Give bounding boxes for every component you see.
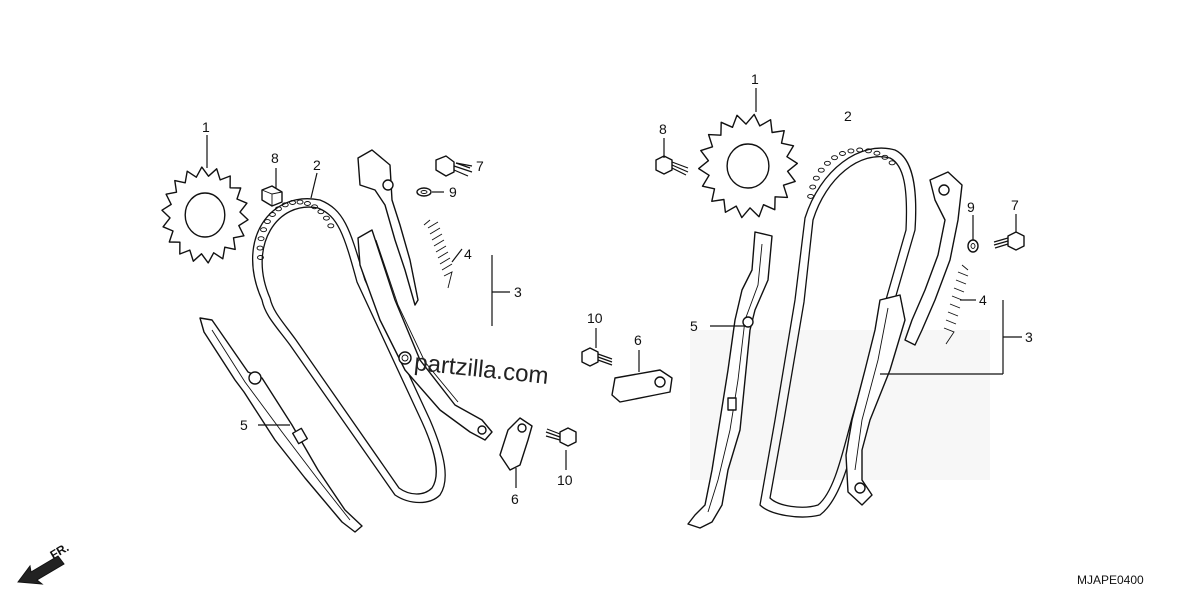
chain-link [856, 147, 864, 153]
callout-left-3: 3 [514, 284, 522, 300]
chain-link [311, 204, 318, 210]
chain-link [831, 155, 838, 161]
chain-link [256, 245, 264, 251]
chain-link [823, 160, 831, 166]
mid-bracket-6a [611, 369, 673, 403]
callout-right-9: 9 [967, 199, 975, 215]
sprocket-hub [726, 143, 770, 189]
chain-link [257, 236, 265, 242]
left-sprocket [161, 166, 249, 264]
right-bolt-8 [655, 155, 689, 176]
diagram-code: MJAPE0400 [1077, 573, 1144, 587]
direction-label: FR. [48, 540, 72, 562]
left-bolt-8 [261, 185, 283, 207]
sprocket-hub [184, 192, 226, 238]
chain-link [260, 227, 268, 233]
callout-labels: 1 8 2 7 9 4 3 5 10 6 6 10 1 2 8 9 7 4 3 … [48, 71, 1144, 587]
chain-link [317, 209, 325, 215]
right-tensioner-arm [845, 171, 963, 506]
callout-right-8: 8 [659, 121, 667, 137]
chain-link [296, 199, 304, 205]
right-chain-guide [687, 231, 773, 529]
callout-right-4: 4 [979, 292, 987, 308]
chain-link [809, 184, 817, 190]
right-leaders [663, 88, 1022, 375]
callout-right-5: 5 [690, 318, 698, 334]
mid-bracket-6b [499, 417, 533, 471]
chain-link [327, 223, 335, 229]
callout-mid-6b: 6 [511, 491, 519, 507]
left-cam-chain [252, 198, 446, 504]
chain-link [268, 212, 276, 217]
chain-link [812, 175, 820, 181]
left-bolt-7 [435, 155, 473, 177]
chain-link [847, 148, 855, 154]
left-spring [423, 219, 453, 289]
chain-link [864, 148, 872, 154]
chain-link [888, 160, 896, 166]
callout-left-4: 4 [464, 246, 472, 262]
callout-left-2: 2 [313, 157, 321, 173]
chain-link [817, 167, 825, 173]
mid-leaders [515, 328, 640, 488]
right-sprocket [698, 113, 798, 219]
right-bolt-7 [993, 231, 1025, 251]
callout-mid-10b: 10 [557, 472, 573, 488]
chain-link [257, 255, 264, 260]
right-washer-9 [967, 239, 979, 253]
callout-mid-10a: 10 [587, 310, 603, 326]
left-tensioner-arm [357, 149, 493, 441]
callout-mid-6a: 6 [634, 332, 642, 348]
callout-left-5: 5 [240, 417, 248, 433]
front-direction-arrow [17, 555, 65, 585]
chain-link [289, 200, 296, 205]
chain-link [263, 219, 271, 224]
mid-bolt-10b [545, 427, 577, 447]
callout-right-2: 2 [844, 108, 852, 124]
right-spring [943, 264, 969, 345]
callout-left-9: 9 [449, 184, 457, 200]
callout-left-8: 8 [271, 150, 279, 166]
mid-bolt-10a [581, 347, 613, 367]
callout-right-3: 3 [1025, 329, 1033, 345]
left-washer-9 [416, 187, 432, 197]
chain-link [275, 206, 282, 212]
chain-link [304, 201, 311, 206]
chain-link [881, 154, 889, 160]
left-leaders [206, 135, 510, 426]
callout-left-7: 7 [476, 158, 484, 174]
chain-link [281, 202, 289, 208]
callout-right-1: 1 [751, 71, 759, 87]
chain-link [322, 215, 330, 221]
callout-right-7: 7 [1011, 197, 1019, 213]
chain-link [873, 150, 881, 156]
callout-left-1: 1 [202, 119, 210, 135]
chain-link [839, 151, 846, 156]
chain-link [807, 193, 815, 199]
